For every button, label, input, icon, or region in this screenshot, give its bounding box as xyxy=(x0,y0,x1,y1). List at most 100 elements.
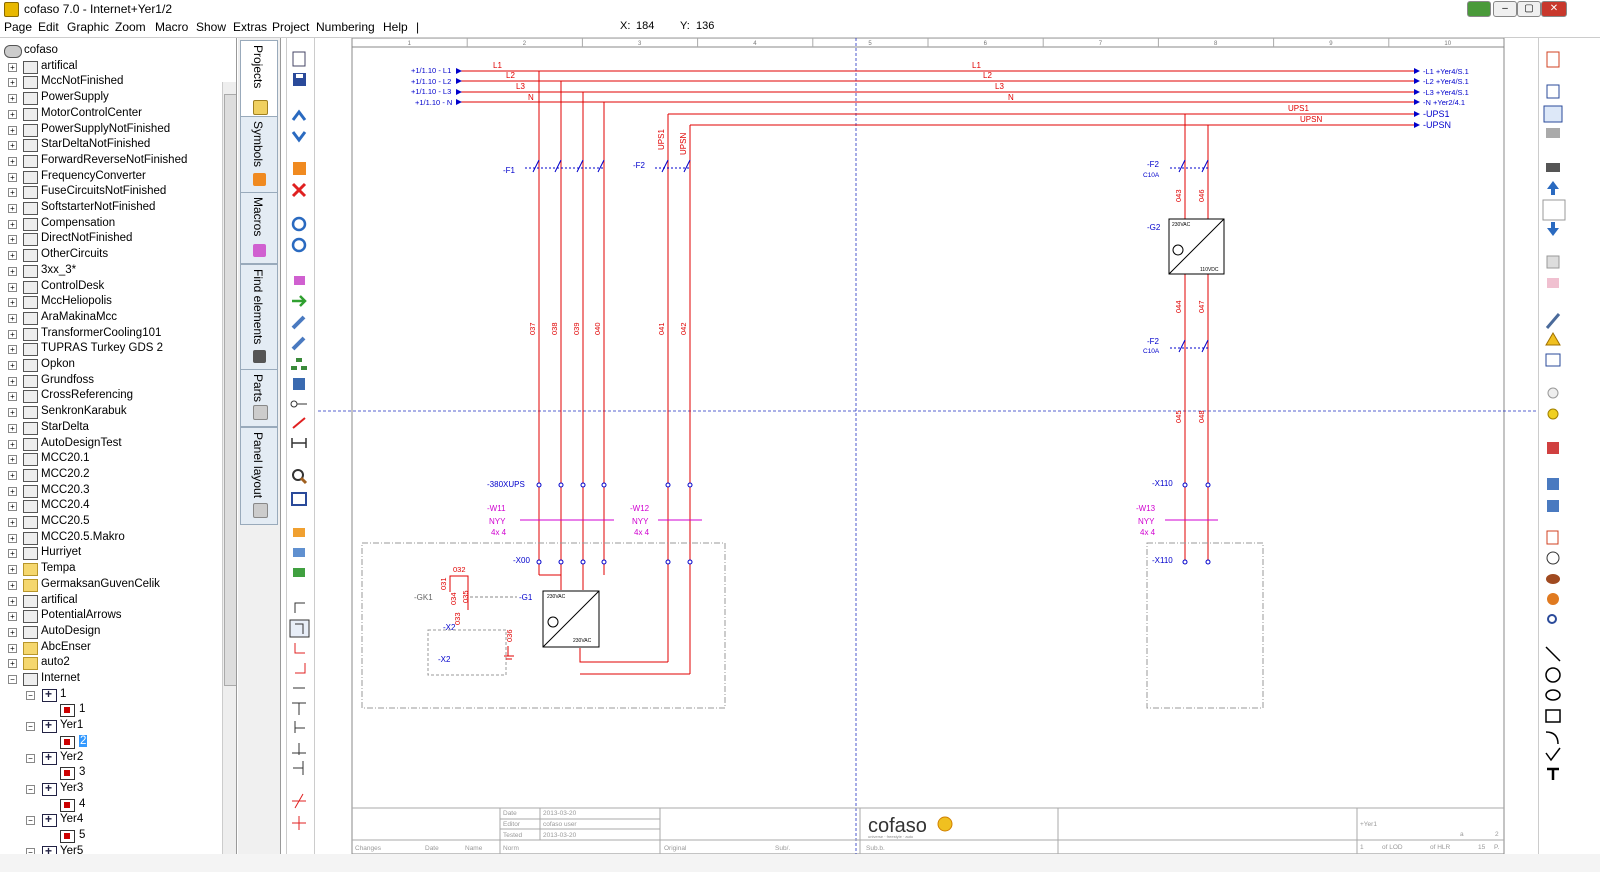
expand-icon[interactable]: + xyxy=(8,235,17,245)
tree-scroll-thumb[interactable] xyxy=(224,94,236,686)
collapse-icon[interactable]: − xyxy=(26,753,35,763)
tree-item[interactable]: +Grundfoss xyxy=(6,373,220,389)
collapse-icon[interactable]: − xyxy=(26,722,35,732)
expand-icon[interactable]: + xyxy=(8,580,17,590)
import-icon[interactable] xyxy=(1547,478,1559,490)
tree-item[interactable]: +auto2 xyxy=(6,655,220,671)
arrow-down-icon[interactable] xyxy=(1547,222,1559,236)
menu-show[interactable]: Show xyxy=(196,20,227,34)
polyline-tool-icon[interactable] xyxy=(1545,747,1561,762)
wire-corner-4-icon[interactable] xyxy=(295,663,306,674)
expand-icon[interactable]: + xyxy=(8,298,17,308)
wrench-icon[interactable] xyxy=(1545,313,1561,329)
expand-icon[interactable]: + xyxy=(8,345,17,355)
tree-item[interactable]: +MCC20.3 xyxy=(6,483,220,499)
parts-icon[interactable] xyxy=(1546,255,1560,269)
rss-icon[interactable] xyxy=(293,162,306,175)
tree-item[interactable]: +MCC20.4 xyxy=(6,498,220,514)
tree-item[interactable]: +PotentialArrows xyxy=(6,608,220,624)
select-rect-icon[interactable] xyxy=(293,378,305,390)
redo-icon[interactable] xyxy=(291,237,307,253)
wire-tee-3-icon[interactable] xyxy=(292,743,306,755)
tree-item[interactable]: +MCC20.1 xyxy=(6,451,220,467)
expand-icon[interactable]: + xyxy=(8,188,17,198)
tree-item[interactable]: +ControlDesk xyxy=(6,279,220,295)
tree-page[interactable]: 5 xyxy=(44,828,194,844)
collapse-icon[interactable]: − xyxy=(26,690,35,700)
expand-icon[interactable]: + xyxy=(8,125,17,135)
expand-icon[interactable]: + xyxy=(8,204,17,213)
tree-child[interactable]: −Yer3 xyxy=(26,781,216,797)
tree-item[interactable]: +CrossReferencing xyxy=(6,388,220,404)
expand-icon[interactable]: + xyxy=(8,376,17,386)
undo-icon[interactable] xyxy=(291,216,307,232)
tree-item[interactable]: +GermaksanGuvenCelik xyxy=(6,577,220,593)
expand-icon[interactable]: + xyxy=(8,361,17,370)
expand-icon[interactable]: + xyxy=(8,455,17,465)
pen-icon[interactable] xyxy=(291,315,306,330)
bulb-on-icon[interactable] xyxy=(1547,408,1559,420)
zoom-icon[interactable] xyxy=(292,469,308,485)
arrow-up-icon[interactable] xyxy=(1547,181,1559,195)
tree-item[interactable]: +AraMakinaMcc xyxy=(6,310,220,326)
restore-icon[interactable] xyxy=(1467,1,1491,17)
wire-tee-1-icon[interactable] xyxy=(292,702,306,715)
save-icon[interactable] xyxy=(293,73,306,86)
tree-item[interactable]: +AutoDesign xyxy=(6,624,220,640)
wire-corner-3-icon[interactable] xyxy=(294,643,305,654)
connector-icon[interactable] xyxy=(290,400,307,408)
tree-root[interactable]: cofaso xyxy=(4,43,222,59)
bulb-off-icon[interactable] xyxy=(1547,387,1559,399)
tree-item[interactable]: +DirectNotFinished xyxy=(6,231,220,247)
tree-item[interactable]: +TransformerCooling101 xyxy=(6,326,220,342)
color-flag-green-icon[interactable] xyxy=(293,568,305,577)
tree-child[interactable]: −Yer4 xyxy=(26,812,216,828)
menu-numbering[interactable]: Numbering xyxy=(316,20,375,34)
ellipse-tool-icon[interactable] xyxy=(1545,689,1561,701)
tree-item[interactable]: +MCC20.5 xyxy=(6,514,220,530)
tree-item[interactable]: +MCC20.5.Makro xyxy=(6,530,220,546)
window-icon[interactable] xyxy=(291,492,307,506)
tree-item[interactable]: +Compensation xyxy=(6,216,220,232)
expand-icon[interactable]: + xyxy=(8,439,17,449)
expand-icon[interactable]: + xyxy=(8,78,17,88)
report-icon[interactable] xyxy=(1546,530,1559,545)
tree-scrollbar[interactable] xyxy=(222,82,236,872)
tree-item[interactable]: +Opkon xyxy=(6,357,220,373)
tree-item[interactable]: +MotorControlCenter xyxy=(6,106,220,122)
expand-icon[interactable]: − xyxy=(8,675,17,684)
table-icon[interactable] xyxy=(1545,353,1561,367)
menu-page[interactable]: Page xyxy=(4,20,33,34)
tree-child[interactable]: −Yer2 xyxy=(26,750,216,766)
color-flag-blue-icon[interactable] xyxy=(293,548,305,557)
warning-icon[interactable] xyxy=(1545,332,1561,346)
tree-item[interactable]: +PowerSupplyNotFinished xyxy=(6,122,220,138)
tab-projects[interactable]: Projects xyxy=(240,40,278,122)
binoculars-icon[interactable] xyxy=(1546,163,1560,172)
new-page-icon[interactable] xyxy=(292,51,306,67)
network-icon[interactable] xyxy=(291,358,307,370)
print-icon[interactable] xyxy=(1546,128,1560,138)
tree-item[interactable]: +FrequencyConverter xyxy=(6,169,220,185)
magnifier-icon[interactable] xyxy=(1547,614,1557,624)
tree-item[interactable]: +ForwardReverseNotFinished xyxy=(6,153,220,169)
expand-icon[interactable]: + xyxy=(8,219,17,229)
tree-item[interactable]: +SenkronKarabuk xyxy=(6,404,220,420)
expand-icon[interactable]: + xyxy=(8,423,17,433)
wire-corner-1-icon[interactable] xyxy=(294,602,305,613)
tree-item[interactable]: +FuseCircuitsNotFinished xyxy=(6,184,220,200)
collapse-icon[interactable]: − xyxy=(26,816,35,826)
dimension-icon[interactable] xyxy=(291,438,307,448)
palette-icon[interactable] xyxy=(1547,442,1559,454)
close-button[interactable]: ✕ xyxy=(1541,1,1567,17)
wire-tee-4-icon[interactable] xyxy=(293,761,304,775)
expand-icon[interactable]: + xyxy=(8,266,17,276)
tree-item[interactable]: +OtherCircuits xyxy=(6,247,220,263)
document-icon[interactable] xyxy=(1546,51,1560,68)
line-tool-icon[interactable] xyxy=(1545,646,1561,662)
tree-item[interactable]: +StarDeltaNotFinished xyxy=(6,137,220,153)
wire-tee-2-icon[interactable] xyxy=(294,721,305,733)
expand-icon[interactable]: + xyxy=(8,612,17,622)
collapse-icon[interactable]: − xyxy=(26,784,35,794)
